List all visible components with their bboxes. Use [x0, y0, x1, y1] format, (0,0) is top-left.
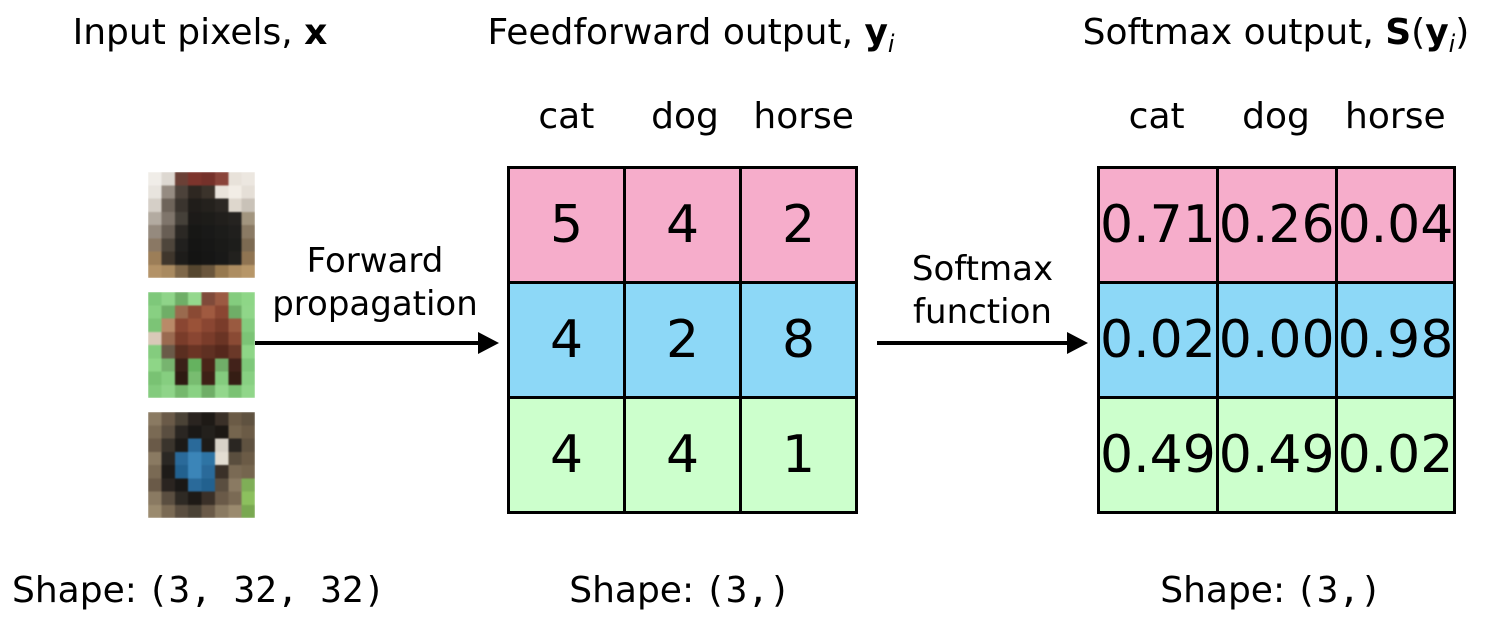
feedforward-header-row: cat dog horse [507, 96, 863, 137]
cat-photo [148, 172, 255, 278]
shape-value: (3, 32, 32) [146, 570, 386, 611]
paren-close: ) [1455, 12, 1470, 53]
softmax-header-row: cat dog horse [1097, 96, 1455, 137]
softmax-arrow-line [877, 341, 1067, 345]
shape-label-softmax: Shape:(3,) [1131, 570, 1411, 611]
title-feedforward-output: Feedforward output, yi [441, 12, 941, 58]
header-horse: horse [1345, 96, 1446, 137]
softmax-arrow-head-icon [1067, 332, 1088, 354]
shape-text: Shape: [569, 570, 695, 611]
table-cell: 4 [623, 396, 742, 514]
math-sub-i: i [887, 30, 895, 59]
horse-photo [148, 292, 255, 398]
math-x: x [304, 12, 328, 53]
table-cell: 0.49 [1097, 396, 1219, 514]
label-line: Softmax [911, 249, 1054, 289]
math-S: S [1385, 12, 1412, 53]
table-cell: 4 [507, 396, 626, 514]
shape-text: Shape: [1160, 570, 1286, 611]
title-input-pixels: Input pixels, x [0, 12, 400, 53]
table-cell: 0.98 [1334, 281, 1457, 399]
table-cell: 0.49 [1215, 396, 1338, 514]
table-cell: 0.02 [1334, 396, 1457, 514]
header-horse: horse [753, 96, 854, 137]
table-cell: 1 [739, 396, 858, 514]
table-cell: 8 [739, 281, 858, 399]
table-cell: 0.00 [1215, 281, 1338, 399]
forward-propagation-label: Forward propagation [245, 240, 505, 326]
math-sub-i: i [1448, 30, 1456, 59]
shape-label-input: Shape:(3, 32, 32) [12, 570, 385, 611]
dog-photo [148, 412, 255, 518]
forward-arrow-line [255, 341, 478, 345]
math-y: y [1425, 12, 1449, 53]
table-cell: 2 [739, 166, 858, 284]
shape-text: Shape: [12, 570, 137, 611]
forward-arrow-head-icon [478, 332, 499, 354]
header-dog: dog [1242, 96, 1310, 137]
table-cell: 0.26 [1215, 166, 1338, 284]
table-cell: 4 [507, 281, 626, 399]
title-softmax-output: Softmax output, S(yi) [1026, 12, 1486, 58]
label-line: function [913, 291, 1052, 332]
shape-label-feedforward: Shape:(3,) [540, 570, 820, 611]
paren-open: ( [1411, 12, 1426, 53]
title-text: Softmax output, [1082, 12, 1386, 53]
table-cell: 0.02 [1097, 281, 1219, 399]
title-text: Feedforward output, [487, 12, 865, 53]
shape-value: (3,) [1295, 570, 1382, 611]
label-line: propagation [272, 283, 478, 324]
title-text: Input pixels, [72, 12, 305, 53]
table-cell: 5 [507, 166, 626, 284]
header-cat: cat [1128, 96, 1185, 137]
math-y: y [864, 12, 888, 53]
softmax-function-label: Softmax function [865, 248, 1100, 334]
header-cat: cat [538, 96, 595, 137]
table-cell: 0.04 [1334, 166, 1457, 284]
shape-value: (3,) [704, 570, 791, 611]
table-cell: 0.71 [1097, 166, 1219, 284]
table-cell: 4 [623, 166, 742, 284]
header-dog: dog [651, 96, 719, 137]
label-line: Forward [306, 241, 444, 281]
table-cell: 2 [623, 281, 742, 399]
